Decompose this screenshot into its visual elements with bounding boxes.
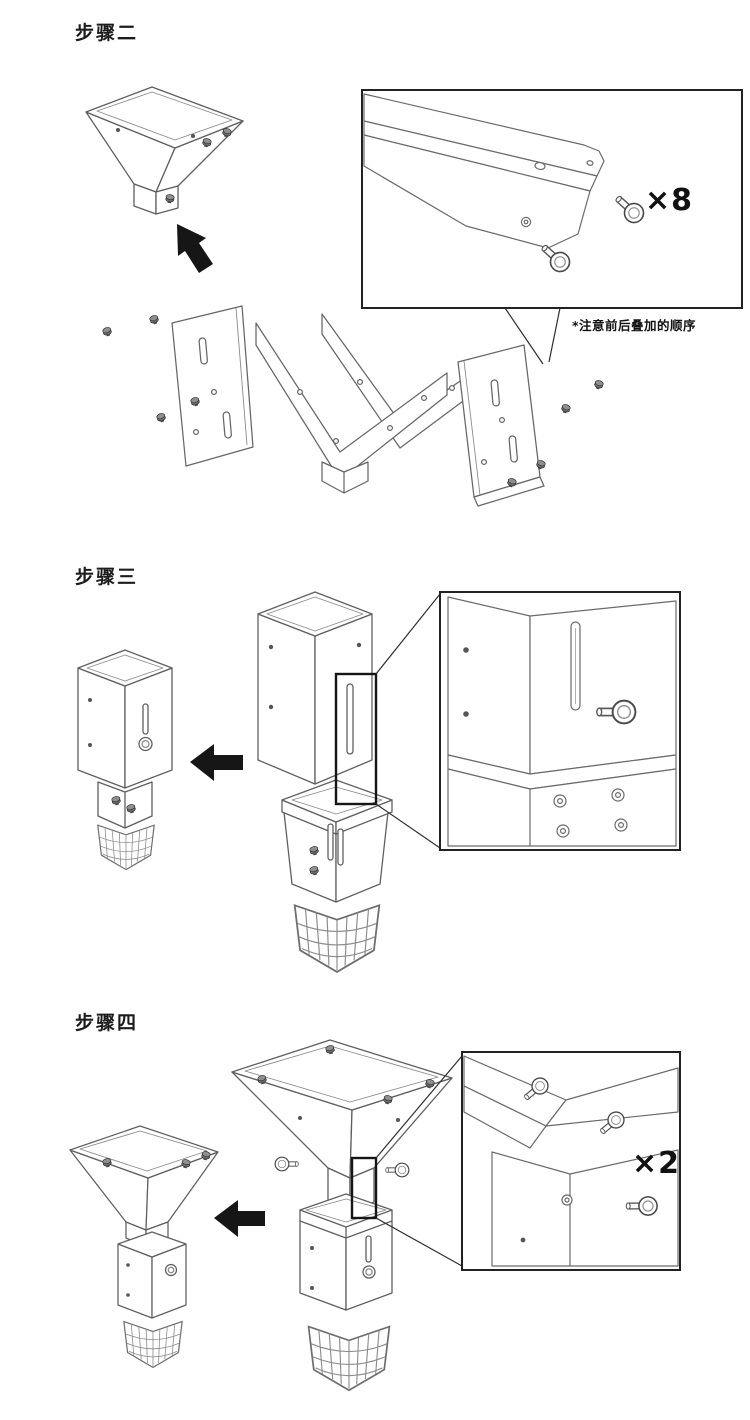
step2-detail-box xyxy=(361,89,743,309)
step2-note: *注意前后叠加的顺序 xyxy=(572,318,697,333)
step4-assembled-unit xyxy=(69,1125,219,1319)
step4-quantity-label: ×2 xyxy=(632,1146,681,1181)
step3-label: 步骤三 xyxy=(75,566,139,588)
step4-funnel xyxy=(231,1039,453,1213)
step4-arrow-left-icon xyxy=(214,1200,265,1237)
mesh-basket xyxy=(97,824,155,871)
step3-arrow-left-icon xyxy=(190,744,243,781)
step3-lower-unit xyxy=(281,779,393,903)
screw-icon xyxy=(593,379,605,391)
step2-arrow-up-left-icon xyxy=(177,224,213,273)
screw-icon xyxy=(155,412,167,424)
step3-detail-box xyxy=(439,591,681,851)
step4-label: 步骤四 xyxy=(75,1012,139,1034)
screw-icon xyxy=(148,314,160,326)
screw-icon xyxy=(101,326,113,338)
step3-figure xyxy=(77,591,681,973)
step2-quantity-label: ×8 xyxy=(645,183,694,218)
mesh-basket xyxy=(293,904,381,973)
step2-figure xyxy=(85,86,743,507)
step3-highlight-frame xyxy=(334,672,378,806)
step3-assembled-unit xyxy=(77,649,173,829)
step4-highlight-frame xyxy=(350,1156,378,1220)
step2-exploded-parts xyxy=(171,305,545,507)
step4-figure xyxy=(69,1039,681,1392)
step4-callout-leader-lines xyxy=(375,1055,463,1267)
step3-upper-box xyxy=(257,591,373,785)
step2-assembled-hopper xyxy=(85,86,244,215)
step2-callout-leader-lines xyxy=(504,307,561,365)
step3-callout-leader-lines xyxy=(375,593,441,849)
step2-label: 步骤二 xyxy=(75,22,139,44)
thumb-screw-icon xyxy=(385,1162,410,1178)
step4-detail-box xyxy=(461,1051,681,1271)
mesh-basket xyxy=(307,1325,391,1392)
thumb-screw-icon xyxy=(274,1156,299,1172)
screw-icon xyxy=(560,403,572,415)
mesh-basket xyxy=(123,1320,183,1369)
step4-column xyxy=(299,1193,393,1311)
